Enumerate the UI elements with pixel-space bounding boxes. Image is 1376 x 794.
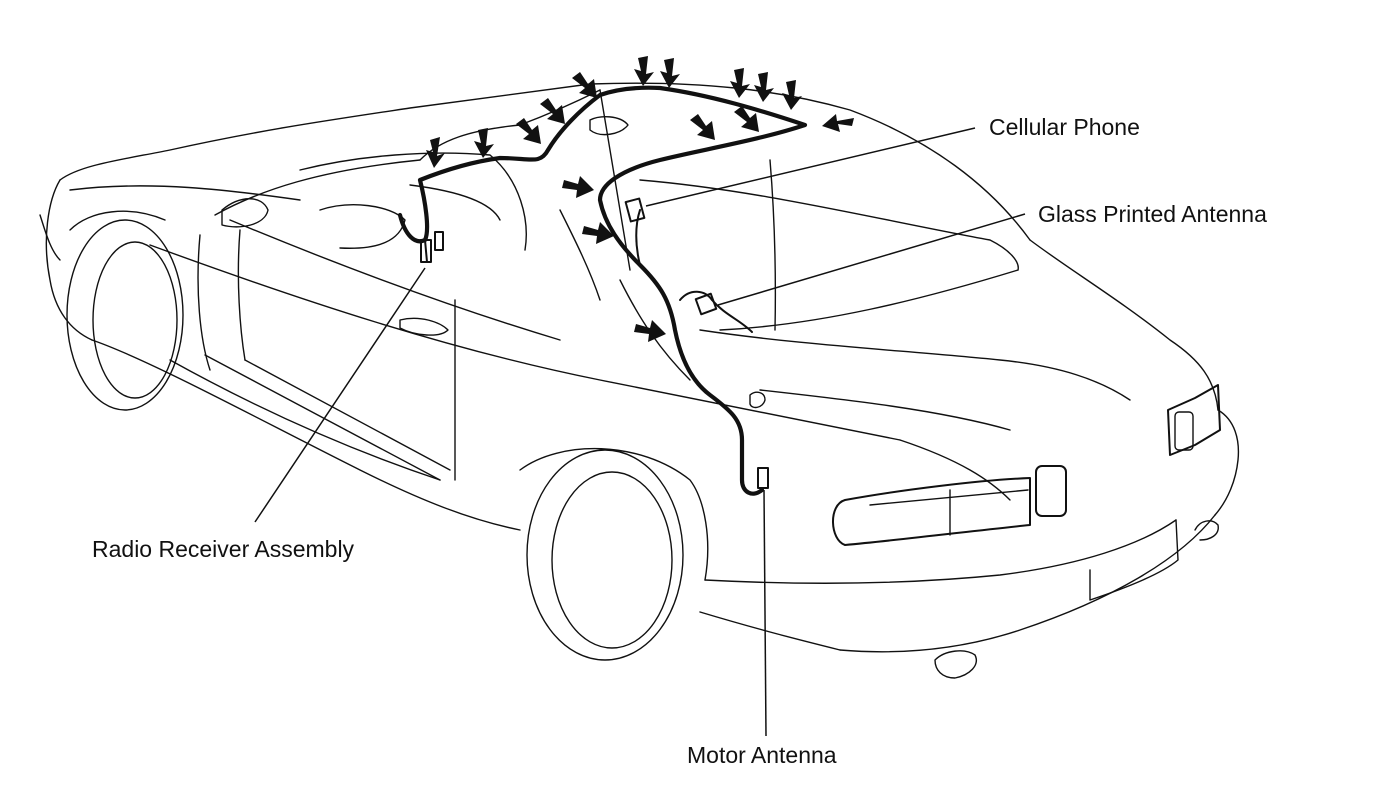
label-glass-printed-antenna: Glass Printed Antenna xyxy=(1038,201,1267,227)
arrow-14 xyxy=(562,176,594,198)
leader-cellular-phone xyxy=(645,127,976,207)
arrow-12 xyxy=(734,106,759,132)
label-cellular-phone: Cellular Phone xyxy=(989,114,1140,140)
arrow-8 xyxy=(730,68,750,98)
arrow-4 xyxy=(540,98,565,124)
rear-wheel xyxy=(519,448,709,661)
arrow-11 xyxy=(690,114,715,140)
car-body xyxy=(39,82,1240,679)
clip-arrows xyxy=(426,56,854,342)
leader-lines xyxy=(254,127,1026,737)
arrow-6 xyxy=(634,56,654,86)
arrow-7 xyxy=(660,58,680,88)
leader-glass-antenna xyxy=(717,213,1026,306)
label-radio-receiver-assembly: Radio Receiver Assembly xyxy=(92,536,355,562)
arrow-16 xyxy=(634,320,666,342)
arrow-2 xyxy=(474,128,494,158)
arrow-13 xyxy=(822,114,854,132)
leader-radio-receiver xyxy=(254,267,426,523)
arrow-9 xyxy=(754,72,774,102)
front-wheel xyxy=(66,210,184,411)
arrow-10 xyxy=(782,80,802,110)
antenna-harness xyxy=(397,85,808,496)
tail-lights xyxy=(832,384,1221,546)
label-motor-antenna: Motor Antenna xyxy=(687,742,837,768)
arrow-5 xyxy=(572,72,597,98)
arrow-3 xyxy=(516,118,541,144)
leader-motor-antenna xyxy=(763,489,767,737)
arrow-1 xyxy=(426,137,445,168)
arrow-15 xyxy=(582,222,614,244)
